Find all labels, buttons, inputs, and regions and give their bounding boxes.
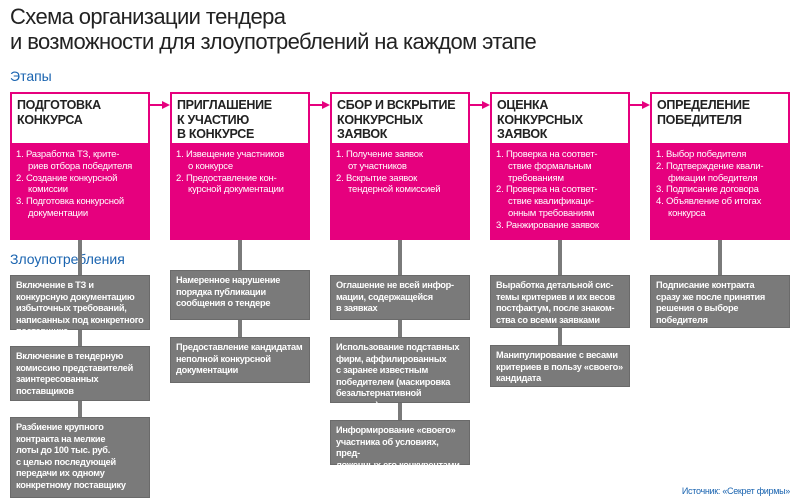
stage-steps: 1. Проверка на соответ- ствие формальным… [496,149,628,232]
connector-line [718,240,722,275]
stage-box: ОЦЕНКА КОНКУРСНЫХ ЗАЯВОК 1. Проверка на с… [490,92,630,240]
source-note: Источник: «Секрет фирмы» [681,486,790,496]
stage-step: 2. Предоставление кон- курсной документа… [176,172,284,196]
stage-step: 1. Выбор победителя [656,149,747,160]
connector-line [558,240,562,275]
stage-steps: 1. Разработка ТЗ, крите- риев отбора поб… [16,149,148,220]
connector-line [398,320,402,337]
arrow-right-icon [150,101,170,109]
stage-step: 2. Проверка на соответ- ствие квалификац… [496,184,598,219]
stage-box: СБОР И ВСКРЫТИЕ КОНКУРСНЫХ ЗАЯВОК 1. Полу… [330,92,470,240]
connector-line [78,240,82,275]
arrow-right-icon [310,101,330,109]
arrow-right-icon [470,101,490,109]
stage-title: ПОДГОТОВКА КОНКУРСА [12,94,148,143]
connector-line [78,401,82,417]
stage-step: 2. Вскрытие заявок тендерной комиссией [336,172,441,196]
stage-step: 1. Получение заявок от участников [336,149,423,172]
abuse-box: Выработка детальной сис- темы критериев … [490,275,630,328]
arrow-right-icon [630,101,650,109]
connector-line [78,330,82,346]
abuse-box: Разбиение крупного контракта на мелкие л… [10,417,150,498]
connector-line [398,403,402,420]
stage-step: 3. Ранжирование заявок [496,219,599,231]
diagram-title: Схема организации тендера и возможности … [10,4,537,54]
abuse-box: Предоставление кандидатам неполной конку… [170,337,310,383]
stage-step: 3. Подписание договора [656,184,759,196]
stage-box: ПОДГОТОВКА КОНКУРСА 1. Разработка ТЗ, кри… [10,92,150,240]
abuse-box: Подписание контракта сразу же после прин… [650,275,790,328]
abuse-box: Информирование «своего» участника об усл… [330,420,470,470]
stage-title: ПРИГЛАШЕНИЕ К УЧАСТИЮ В КОНКУРСЕ [172,94,308,143]
connector-line [238,320,242,337]
stage-title: ОПРЕДЕЛЕНИЕ ПОБЕДИТЕЛЯ [652,94,788,143]
stage-step: 1. Проверка на соответ- ствие формальным… [496,149,598,184]
stage-step: 2. Подтверждение квали- фикации победите… [656,160,764,184]
stages-label: Этапы [10,68,52,84]
stage-title: ОЦЕНКА КОНКУРСНЫХ ЗАЯВОК [492,94,628,143]
abuse-box: Манипулирование с весами критериев в пол… [490,345,630,387]
abuses-label: Злоупотребления [10,251,125,267]
stage-step: 2. Создание конкурсной комиссии [16,172,118,196]
stage-title: СБОР И ВСКРЫТИЕ КОНКУРСНЫХ ЗАЯВОК [332,94,468,143]
connector-line [238,240,242,270]
abuse-box: Оглашение не всей инфор- мации, содержащ… [330,275,470,320]
stage-box: ПРИГЛАШЕНИЕ К УЧАСТИЮ В КОНКУРСЕ 1. Извещ… [170,92,310,240]
abuse-box: Использование подставных фирм, аффилиров… [330,337,470,410]
abuse-box: Включение в ТЗ и конкурсную документацию… [10,275,150,336]
abuse-box: Включение в тендерную комиссию представи… [10,346,150,401]
stage-step: 3. Подготовка конкурсной документации [16,196,124,219]
stage-step: 1. Разработка ТЗ, крите- риев отбора поб… [16,149,133,172]
stage-step: 1. Извещение участников о конкурсе [176,149,285,172]
connector-line [398,240,402,275]
stage-step: 4. Объявление об итогах конкурса [656,196,762,219]
stage-box: ОПРЕДЕЛЕНИЕ ПОБЕДИТЕЛЯ 1. Выбор победител… [650,92,790,240]
connector-line [558,328,562,345]
abuse-box: Намеренное нарушение порядка публикации … [170,270,310,320]
